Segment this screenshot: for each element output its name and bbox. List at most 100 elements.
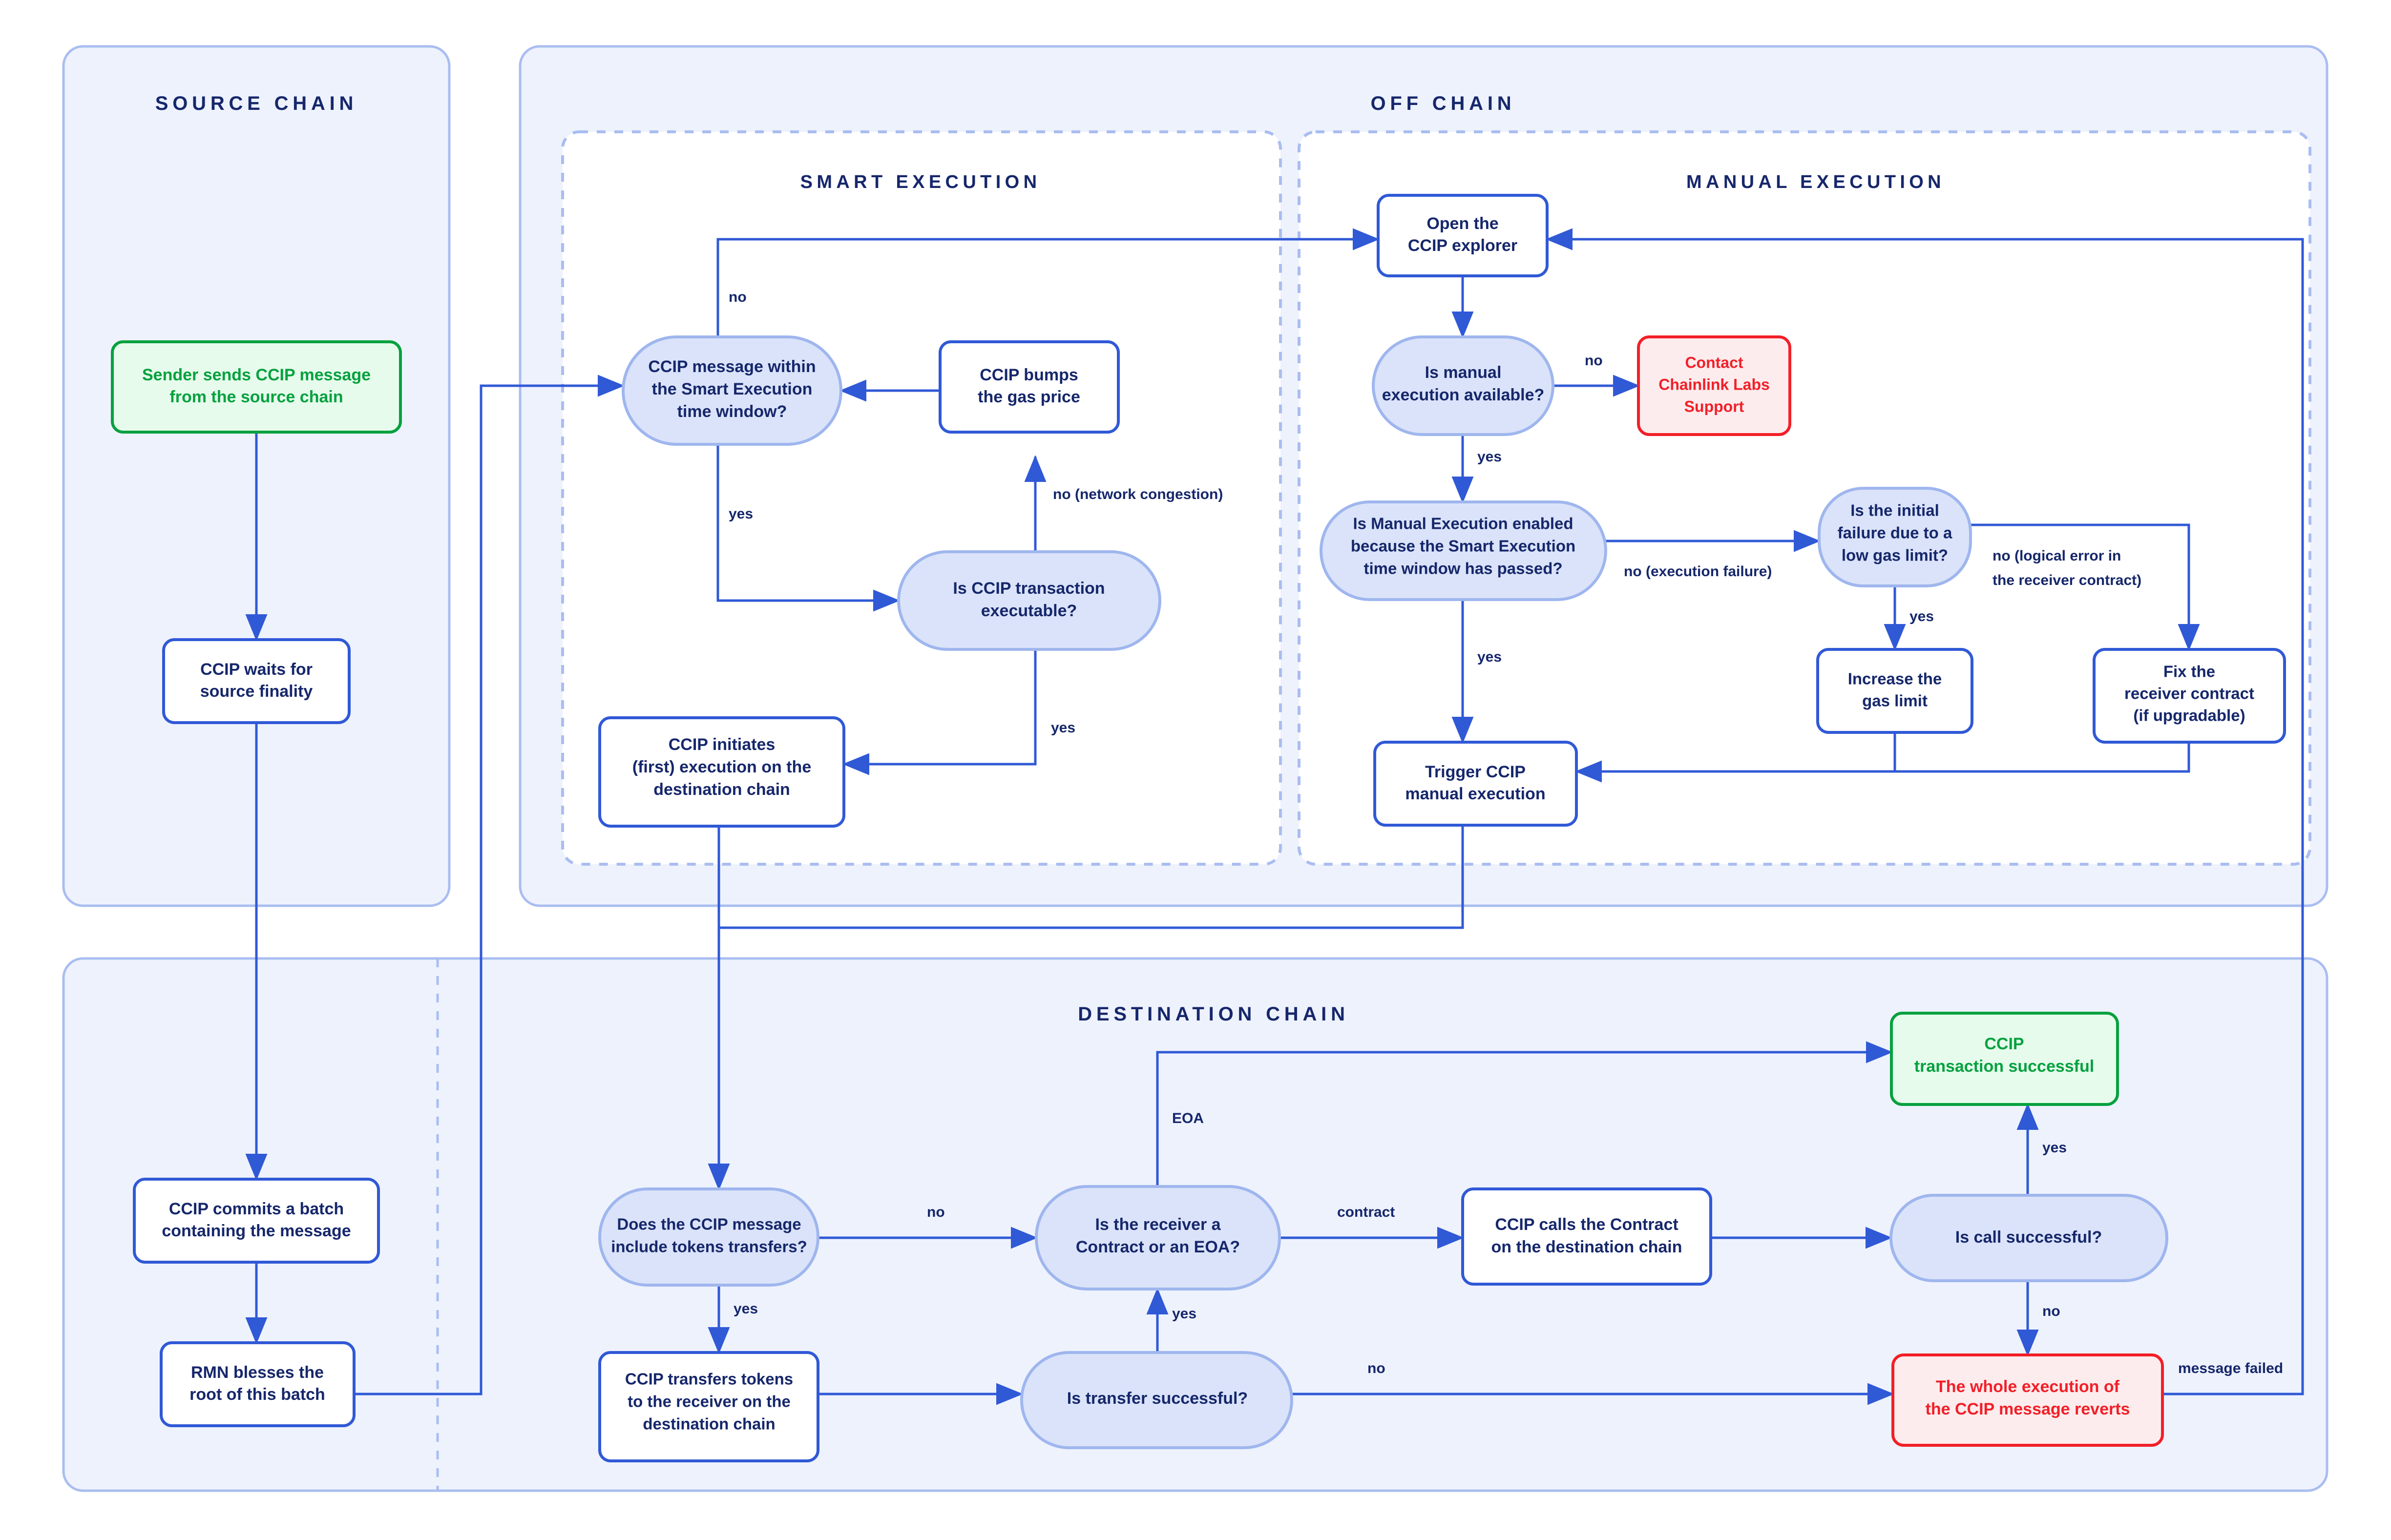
node-waits-finality-line-2: source finality bbox=[200, 682, 313, 701]
node-open-explorer[interactable]: Open the CCIP explorer bbox=[1377, 194, 1549, 277]
node-rmn-blesses[interactable]: RMN blesses the root of this batch bbox=[160, 1341, 356, 1427]
edge-label-gas-limit-no-line1: no (logical error in bbox=[1992, 548, 2121, 564]
node-rmn-blesses-line-2: root of this batch bbox=[189, 1385, 325, 1404]
node-includes-tokens-line-1: Does the CCIP message bbox=[617, 1215, 801, 1233]
node-low-gas-limit-line-3: low gas limit? bbox=[1842, 546, 1948, 564]
node-reverts[interactable]: The whole execution of the CCIP message … bbox=[1891, 1353, 2164, 1447]
node-manual-enabled-line-1: Is Manual Execution enabled bbox=[1353, 515, 1573, 533]
node-initiates-exec[interactable]: CCIP initiates (first) execution on the … bbox=[598, 716, 845, 828]
node-tx-successful[interactable]: CCIP transaction successful bbox=[1890, 1012, 2119, 1106]
edge-label-tokens-no: no bbox=[927, 1204, 945, 1220]
node-low-gas-limit-line-1: Is the initial bbox=[1850, 501, 1939, 520]
panel-manual-execution bbox=[1298, 130, 2311, 866]
edge-label-gas-limit-no-line2: the receiver contract) bbox=[1992, 572, 2141, 588]
edge-label-window-no: no bbox=[729, 289, 747, 305]
node-bumps-gas-line-1: CCIP bumps bbox=[980, 366, 1078, 384]
node-transfer-success[interactable]: Is transfer successful? bbox=[1020, 1351, 1293, 1449]
node-fix-receiver-line-2: receiver contract bbox=[2124, 685, 2254, 703]
node-calls-contract-line-1: CCIP calls the Contract bbox=[1495, 1215, 1678, 1234]
node-receiver-type-line-1: Is the receiver a bbox=[1095, 1215, 1221, 1234]
panel-smart-execution bbox=[561, 130, 1282, 866]
edge-label-manual-available-yes: yes bbox=[1477, 449, 1502, 465]
node-transfers-tokens-line-3: destination chain bbox=[643, 1415, 775, 1433]
node-fix-receiver[interactable]: Fix the receiver contract (if upgradable… bbox=[2093, 648, 2286, 744]
edge-label-call-yes: yes bbox=[2042, 1140, 2067, 1156]
edge-label-execution-failure: no (execution failure) bbox=[1624, 563, 1772, 580]
edge-label-receiver-eoa: EOA bbox=[1172, 1110, 1204, 1126]
panel-title-destination-chain: DESTINATION CHAIN bbox=[1078, 1003, 1349, 1025]
node-within-window[interactable]: CCIP message within the Smart Execution … bbox=[622, 335, 842, 446]
panel-title-off-chain: OFF CHAIN bbox=[1371, 93, 1516, 114]
node-manual-enabled-line-2: because the Smart Execution bbox=[1351, 537, 1575, 555]
node-increase-gas-line-1: Increase the bbox=[1848, 670, 1942, 688]
node-tx-executable[interactable]: Is CCIP transaction executable? bbox=[897, 550, 1161, 651]
node-initiates-exec-line-3: destination chain bbox=[653, 780, 790, 799]
edge-label-transfer-no: no bbox=[1367, 1360, 1385, 1376]
node-open-explorer-line-1: Open the bbox=[1426, 214, 1498, 233]
node-calls-contract-line-2: on the destination chain bbox=[1491, 1238, 1682, 1256]
link-receiver-eoa-to-success bbox=[1156, 1041, 1893, 1186]
edge-label-call-no: no bbox=[2042, 1303, 2060, 1319]
panel-title-source-chain: SOURCE CHAIN bbox=[155, 93, 358, 114]
link-fix-receiver-to-trigger bbox=[1895, 742, 2190, 773]
node-call-success-line-1: Is call successful? bbox=[1955, 1228, 2102, 1247]
node-bumps-gas-line-2: the gas price bbox=[978, 388, 1080, 406]
node-fix-receiver-line-1: Fix the bbox=[2163, 663, 2215, 681]
node-trigger-manual-line-2: manual execution bbox=[1405, 785, 1545, 803]
node-includes-tokens[interactable]: Does the CCIP message include tokens tra… bbox=[598, 1187, 819, 1287]
node-manual-enabled[interactable]: Is Manual Execution enabled because the … bbox=[1320, 500, 1607, 601]
node-increase-gas-line-2: gas limit bbox=[1862, 692, 1928, 710]
link-executable-yes-to-initiates bbox=[842, 649, 1037, 775]
node-manual-available-line-1: Is manual bbox=[1425, 363, 1502, 382]
node-low-gas-limit-line-2: failure due to a bbox=[1838, 524, 1952, 542]
node-sender-sends[interactable]: Sender sends CCIP message from the sourc… bbox=[111, 340, 402, 434]
node-transfers-tokens[interactable]: CCIP transfers tokens to the receiver on… bbox=[598, 1351, 819, 1462]
node-initiates-exec-line-1: CCIP initiates bbox=[669, 735, 776, 754]
node-trigger-manual[interactable]: Trigger CCIP manual execution bbox=[1373, 741, 1578, 827]
node-commits-batch-line-2: containing the message bbox=[162, 1222, 351, 1240]
link-window-yes-to-executable bbox=[716, 425, 901, 612]
node-calls-contract[interactable]: CCIP calls the Contract on the destinati… bbox=[1461, 1187, 1712, 1286]
node-trigger-manual-line-1: Trigger CCIP bbox=[1425, 763, 1526, 781]
panel-title-smart-execution: SMART EXECUTION bbox=[800, 172, 1041, 192]
node-reverts-line-2: the CCIP message reverts bbox=[1926, 1400, 2130, 1418]
node-sender-sends-line-2: from the source chain bbox=[169, 388, 343, 406]
node-within-window-line-1: CCIP message within bbox=[648, 357, 816, 376]
edge-label-tokens-yes: yes bbox=[734, 1301, 758, 1317]
node-transfer-success-line-1: Is transfer successful? bbox=[1067, 1389, 1248, 1408]
node-waits-finality-line-1: CCIP waits for bbox=[200, 660, 313, 679]
edge-label-manual-enabled-yes: yes bbox=[1477, 649, 1502, 665]
node-commits-batch[interactable]: CCIP commits a batch containing the mess… bbox=[133, 1178, 380, 1264]
node-sender-sends-line-1: Sender sends CCIP message bbox=[142, 366, 371, 384]
edge-label-executable-yes: yes bbox=[1051, 720, 1075, 736]
node-contact-support[interactable]: Contact Chainlink Labs Support bbox=[1637, 335, 1791, 436]
link-window-no-to-explorer bbox=[716, 228, 1380, 347]
node-tx-executable-line-1: Is CCIP transaction bbox=[953, 579, 1105, 598]
node-manual-available[interactable]: Is manual execution available? bbox=[1372, 335, 1554, 436]
node-within-window-line-3: time window? bbox=[677, 402, 787, 421]
edge-label-message-failed: message failed bbox=[2178, 1360, 2283, 1376]
link-trigger-to-destination bbox=[719, 806, 1464, 929]
node-receiver-type[interactable]: Is the receiver a Contract or an EOA? bbox=[1035, 1185, 1281, 1290]
node-commits-batch-line-1: CCIP commits a batch bbox=[169, 1200, 344, 1218]
link-reverts-to-explorer bbox=[1545, 228, 2304, 1395]
node-increase-gas[interactable]: Increase the gas limit bbox=[1816, 648, 1973, 734]
node-contact-support-line-1: Contact bbox=[1685, 354, 1743, 371]
edge-label-congestion: no (network congestion) bbox=[1053, 486, 1223, 502]
edge-label-manual-available-no: no bbox=[1585, 353, 1603, 369]
node-bumps-gas[interactable]: CCIP bumps the gas price bbox=[939, 340, 1120, 434]
node-manual-available-line-2: execution available? bbox=[1382, 386, 1545, 404]
link-gas-limit-no-to-fix-receiver bbox=[1971, 523, 2200, 651]
node-includes-tokens-line-2: include tokens transfers? bbox=[611, 1238, 807, 1256]
panel-title-manual-execution: MANUAL EXECUTION bbox=[1686, 172, 1945, 192]
link-rmn-to-within-window bbox=[354, 375, 625, 1395]
node-low-gas-limit[interactable]: Is the initial failure due to a low gas … bbox=[1818, 487, 1972, 587]
node-tx-successful-line-2: transaction successful bbox=[1914, 1057, 2094, 1076]
node-reverts-line-1: The whole execution of bbox=[1936, 1377, 2120, 1396]
node-call-success[interactable]: Is call successful? bbox=[1889, 1194, 2168, 1282]
node-waits-finality[interactable]: CCIP waits for source finality bbox=[162, 638, 351, 724]
node-contact-support-line-3: Support bbox=[1684, 397, 1744, 415]
node-fix-receiver-line-3: (if upgradable) bbox=[2133, 707, 2245, 725]
